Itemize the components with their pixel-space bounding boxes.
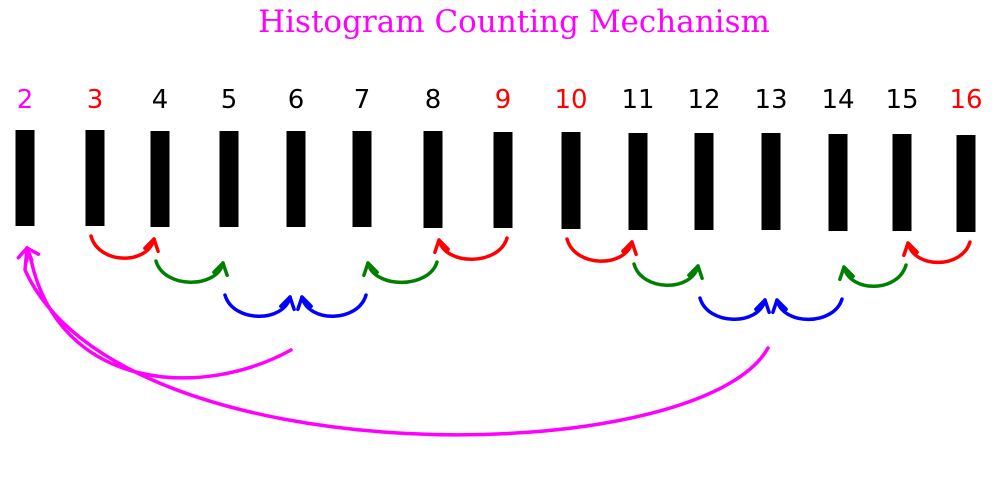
bar-label-5: 5	[221, 85, 238, 115]
arrow-4-to-5	[154, 259, 229, 284]
bar-12	[694, 133, 714, 230]
bar-14	[828, 134, 848, 231]
bar-label-4: 4	[152, 85, 169, 115]
arrow-10-to-11	[565, 237, 638, 263]
arrow-8-to-7	[362, 260, 439, 284]
bar-labels: 2 3 4 5 6 7 8 9 10 11 12 13 14 15 16	[17, 85, 983, 115]
bar-label-16: 16	[949, 85, 982, 115]
bar-label-3: 3	[87, 85, 104, 115]
bar-8	[423, 131, 443, 228]
bar-10	[561, 132, 581, 229]
bar-3	[85, 130, 105, 226]
arrow-3-to-4	[89, 234, 160, 260]
bar-9	[493, 132, 513, 228]
bar-11	[628, 133, 648, 230]
arrow-15-to-14	[838, 263, 908, 288]
bar-label-15: 15	[885, 85, 918, 115]
bar-4	[150, 131, 170, 227]
bar-16	[956, 135, 976, 232]
bar-label-9: 9	[495, 85, 512, 115]
bar-6	[286, 131, 306, 227]
arrow-7-to-6	[296, 293, 368, 318]
bar-label-6: 6	[288, 85, 305, 115]
arrow-14-to-13	[771, 297, 844, 321]
bar-label-14: 14	[821, 85, 854, 115]
bar-label-7: 7	[354, 85, 371, 115]
bar-label-13: 13	[754, 85, 787, 115]
arrow-9-to-8	[433, 236, 509, 261]
bar-7	[352, 131, 372, 227]
diagram-title: Histogram Counting Mechanism	[258, 4, 770, 40]
bars	[15, 130, 976, 232]
arrow-13-to-2	[16, 246, 770, 437]
bar-2	[15, 130, 35, 226]
bar-label-11: 11	[621, 85, 654, 115]
bar-label-2: 2	[17, 85, 34, 115]
bar-label-12: 12	[687, 85, 720, 115]
bar-13	[761, 133, 781, 230]
bar-label-10: 10	[554, 85, 587, 115]
arrow-5-to-6	[223, 293, 296, 318]
arrow-16-to-15	[902, 240, 972, 264]
arrow-11-to-12	[632, 262, 704, 287]
arrow-12-to-13	[698, 296, 771, 321]
bar-5	[219, 131, 239, 227]
arrows	[16, 234, 972, 437]
bar-15	[892, 134, 912, 231]
bar-label-8: 8	[425, 85, 442, 115]
